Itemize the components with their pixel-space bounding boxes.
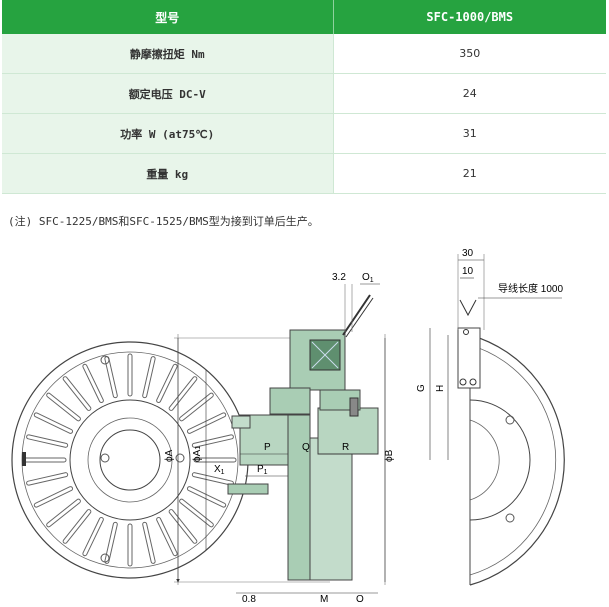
dim-x1: X1 [214, 464, 225, 476]
dim-10: 10 [462, 266, 474, 277]
table-row: 额定电压 DC-V 24 [2, 73, 606, 114]
spec-value-voltage: 24 [333, 73, 606, 114]
dim-p: P [264, 442, 271, 453]
dim-g: G [416, 384, 427, 392]
dim-q: Q [302, 442, 310, 453]
spec-table: 型号 SFC-1000/BMS 静摩擦扭矩 Nm 350 额定电压 DC-V 2… [2, 0, 606, 194]
dim-30: 30 [462, 248, 474, 259]
dim-phi-b: ϕB [384, 449, 395, 462]
table-row: 静摩擦扭矩 Nm 350 [2, 34, 606, 74]
front-view-left [11, 341, 249, 579]
spec-label-weight: 重量 kg [2, 153, 334, 194]
dim-p1: P1 [257, 464, 268, 476]
disc-slot [187, 487, 226, 507]
table-row: 重量 kg 21 [2, 153, 606, 194]
disc-slot [83, 364, 103, 403]
disc-slot [192, 435, 233, 447]
spec-value-torque: 350 [333, 34, 606, 74]
technical-drawing: 3.2 O1 30 10 导线长度 1000 ϕA ϕA1 P P1 Q R X… [11, 248, 565, 605]
disc-slot [27, 435, 68, 447]
side-view-right [457, 299, 565, 586]
disc-slot [63, 510, 91, 543]
disc-slot [157, 517, 177, 556]
dimension-labels: 3.2 O1 30 10 导线长度 1000 ϕA ϕA1 P P1 Q R X… [164, 248, 563, 605]
spec-header-row: 型号 SFC-1000/BMS [2, 0, 606, 34]
dim-o1: O1 [362, 272, 374, 284]
dim-r: R [342, 442, 349, 453]
disc-slot [169, 510, 197, 543]
disc-slot [143, 357, 155, 398]
spec-label-torque: 静摩擦扭矩 Nm [2, 34, 334, 74]
spec-value-weight: 21 [333, 153, 606, 194]
dim-h: H [435, 385, 446, 392]
dim-0-8: 0.8 [242, 594, 256, 605]
disc-slot [34, 487, 73, 507]
disc-slot [83, 517, 103, 556]
disc-slot [187, 413, 226, 433]
disc-slot [105, 357, 117, 398]
order-note: (注) SFC-1225/BMS和SFC-1525/BMS型为接到订单后生产。 [8, 215, 319, 228]
spec-header-model: 型号 [2, 0, 334, 34]
disc-slot [157, 364, 177, 403]
spec-label-voltage: 额定电压 DC-V [2, 73, 334, 114]
dim-m: M [320, 594, 328, 605]
disc-slot [143, 522, 155, 563]
spec-label-power: 功率 W (at75℃) [2, 113, 334, 154]
disc-slot [192, 473, 233, 485]
disc-slot [34, 413, 73, 433]
dim-phi-a: ϕA [164, 449, 175, 462]
disc-slot [47, 393, 80, 421]
disc-slot [169, 377, 197, 410]
disc-slot [27, 473, 68, 485]
dim-phi-a1: ϕA1 [192, 446, 203, 462]
lead-length-label: 导线长度 1000 [498, 282, 563, 295]
disc-slot [47, 499, 80, 527]
disc-slot [180, 393, 213, 421]
spec-header-model-value: SFC-1000/BMS [333, 0, 606, 34]
spec-value-power: 31 [333, 113, 606, 154]
table-row: 功率 W (at75℃) 31 [2, 113, 606, 154]
disc-slot [63, 377, 91, 410]
disc-slot [180, 499, 213, 527]
dim-3-2: 3.2 [332, 272, 346, 283]
dim-o: O [356, 594, 364, 605]
